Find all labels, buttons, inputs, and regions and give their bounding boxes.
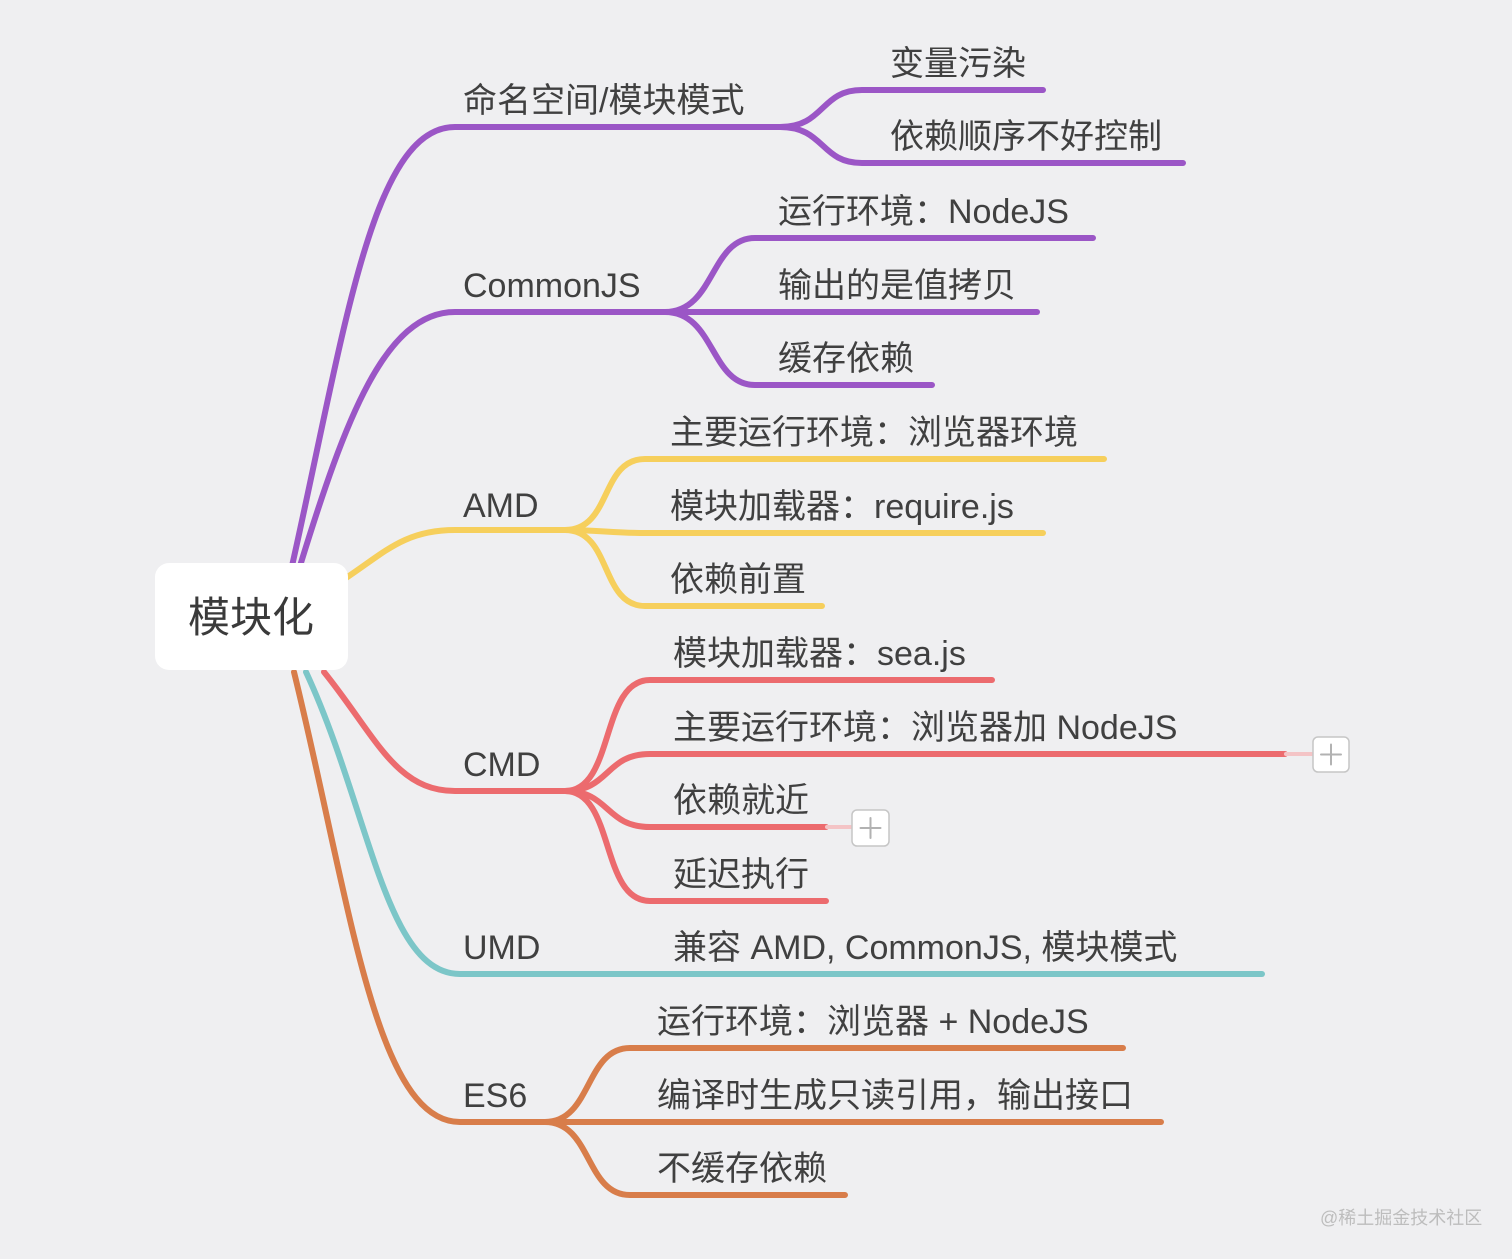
subtopic-variable-pollution[interactable]: 变量污染 — [890, 45, 1026, 83]
connector-commonjs-to-runtime — [662, 235, 1096, 315]
subtopic-es6-runtime[interactable]: 运行环境：浏览器 + NodeJS — [657, 1003, 1089, 1041]
subtopic-amd-deps-upfront[interactable]: 依赖前置 — [670, 561, 806, 599]
topic-cmd[interactable]: CMD — [463, 746, 540, 784]
plus-icon — [859, 817, 882, 839]
connector-root-to-umd — [303, 669, 563, 977]
subtopic-cmd-deps-nearby[interactable]: 依赖就近 — [673, 782, 809, 820]
topic-amd[interactable]: AMD — [463, 487, 539, 525]
connector-es6-to-runtime — [542, 1045, 1126, 1125]
connector-amd-to-runtime — [562, 456, 1107, 533]
subtopic-umd-compat[interactable]: 兼容 AMD, CommonJS, 模块模式 — [673, 929, 1177, 967]
topic-es6[interactable]: ES6 — [463, 1077, 527, 1115]
connector-namespace-to-dependency-order — [777, 124, 1186, 166]
connector-es6-to-no-cache — [542, 1119, 848, 1198]
branch-namespace-module-pattern: 命名空间/模块模式 变量污染 依赖顺序不好控制 — [289, 45, 1186, 569]
connector-root-to-commonjs — [297, 309, 668, 569]
topic-namespace-module-pattern[interactable]: 命名空间/模块模式 — [463, 82, 744, 120]
connector-cmd-to-lazy-exec — [562, 788, 829, 904]
expand-button-cmd-runtime[interactable] — [1312, 736, 1350, 773]
branch-umd: UMD 兼容 AMD, CommonJS, 模块模式 — [303, 669, 1265, 977]
plus-icon — [1320, 743, 1342, 766]
branch-cmd: CMD 模块加载器：sea.js 主要运行环境：浏览器加 NodeJS 依赖就近… — [321, 635, 1350, 904]
subtopic-dependency-order-hard[interactable]: 依赖顺序不好控制 — [890, 118, 1162, 156]
subtopic-cmd-loader[interactable]: 模块加载器：sea.js — [673, 635, 966, 673]
connector-root-to-amd — [343, 527, 568, 581]
connector-commonjs-to-cache — [662, 309, 935, 388]
connector-amd-to-deps-upfront — [562, 527, 825, 609]
subtopic-cmd-lazy-exec[interactable]: 延迟执行 — [673, 856, 809, 894]
topic-umd[interactable]: UMD — [463, 929, 540, 967]
topic-commonjs[interactable]: CommonJS — [463, 267, 641, 305]
connector-namespace-to-variable-pollution — [777, 87, 1046, 130]
connector-root-to-cmd — [321, 669, 568, 794]
connector-cmd-to-runtime — [562, 751, 1288, 794]
subtopic-commonjs-cache[interactable]: 缓存依赖 — [778, 340, 914, 378]
connector-root-to-es6 — [291, 669, 548, 1125]
branch-commonjs: CommonJS 运行环境：NodeJS 输出的是值拷贝 缓存依赖 — [297, 193, 1096, 569]
subtopic-amd-runtime[interactable]: 主要运行环境：浏览器环境 — [670, 414, 1078, 452]
subtopic-commonjs-runtime[interactable]: 运行环境：NodeJS — [778, 193, 1069, 231]
subtopic-es6-no-cache[interactable]: 不缓存依赖 — [657, 1150, 827, 1188]
subtopic-amd-loader[interactable]: 模块加载器：require.js — [670, 488, 1014, 526]
connector-cmd-to-loader — [562, 677, 995, 794]
subtopic-es6-readonly-ref[interactable]: 编译时生成只读引用，输出接口 — [657, 1077, 1133, 1115]
subtopic-cmd-runtime[interactable]: 主要运行环境：浏览器加 NodeJS — [673, 709, 1177, 747]
expand-button-cmd-deps-nearby[interactable] — [851, 809, 890, 847]
root-topic-label[interactable]: 模块化 — [188, 594, 314, 641]
root-topic[interactable]: 模块化 — [155, 563, 348, 670]
subtopic-commonjs-value-copy[interactable]: 输出的是值拷贝 — [778, 267, 1016, 305]
connector-amd-to-loader — [562, 527, 1046, 536]
branch-amd: AMD 主要运行环境：浏览器环境 模块加载器：require.js 依赖前置 — [343, 414, 1107, 609]
branch-es6: ES6 运行环境：浏览器 + NodeJS 编译时生成只读引用，输出接口 不缓存… — [291, 669, 1164, 1198]
connector-root-to-namespace — [289, 124, 783, 569]
watermark: @稀土掘金技术社区 — [1320, 1208, 1482, 1228]
root-topic-box[interactable] — [155, 563, 348, 670]
